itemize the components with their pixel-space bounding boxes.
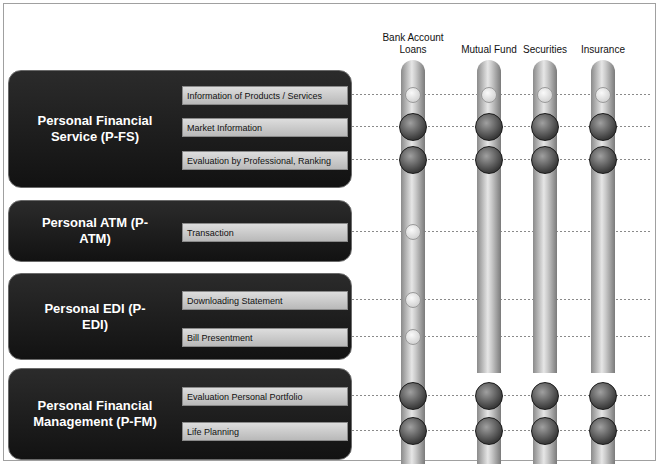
title-area: Personal EDI (P-EDI)	[9, 274, 181, 359]
header-area: Mutual Fund	[454, 4, 524, 56]
service-row: Bill Presentment	[182, 328, 348, 347]
product-column: Insurance	[568, 4, 638, 464]
coverage-dot	[399, 113, 427, 141]
service-group: Personal Financial Service (P-FS) Informa…	[8, 70, 352, 188]
coverage-dot	[589, 113, 617, 141]
product-column: Bank Account Loans	[378, 4, 448, 464]
group-title: Personal Financial Service (P-FS)	[25, 113, 165, 144]
service-row: Evaluation by Professional, Ranking	[182, 151, 348, 170]
service-row: Transaction	[182, 223, 348, 242]
column-header: Mutual Fund	[461, 44, 517, 56]
row-text: Bill Presentment	[187, 333, 253, 343]
coverage-dot	[399, 417, 427, 445]
product-column: Securities	[510, 4, 580, 464]
title-area: Personal ATM (P-ATM)	[9, 201, 181, 261]
row-text: Transaction	[187, 228, 234, 238]
column-bar	[477, 60, 501, 373]
service-row: Life Planning	[182, 422, 348, 441]
row-text: Evaluation Personal Portfolio	[187, 392, 303, 402]
row-text: Downloading Statement	[187, 296, 283, 306]
coverage-dot	[537, 87, 553, 103]
coverage-dot	[399, 146, 427, 174]
row-text: Life Planning	[187, 427, 239, 437]
coverage-dot	[475, 113, 503, 141]
service-row: Market Information	[182, 118, 348, 137]
coverage-dot	[531, 146, 559, 174]
column-bar	[533, 60, 557, 373]
coverage-dot	[399, 382, 427, 410]
product-column: Mutual Fund	[454, 4, 524, 464]
coverage-dot	[531, 417, 559, 445]
coverage-dot	[405, 87, 421, 103]
column-header: Bank Account Loans	[378, 32, 448, 56]
coverage-dot	[475, 417, 503, 445]
coverage-dot	[531, 382, 559, 410]
service-group: Personal EDI (P-EDI) Downloading Statemen…	[8, 273, 352, 360]
coverage-dot	[589, 417, 617, 445]
coverage-dot	[589, 146, 617, 174]
header-area: Insurance	[568, 4, 638, 56]
header-area: Securities	[510, 4, 580, 56]
title-area: Personal Financial Management (P-FM)	[9, 369, 181, 459]
coverage-dot	[589, 382, 617, 410]
header-area: Bank Account Loans	[378, 4, 448, 56]
coverage-dot	[595, 87, 611, 103]
coverage-dot	[475, 382, 503, 410]
group-title: Personal EDI (P-EDI)	[40, 301, 150, 332]
row-text: Information of Products / Services	[187, 91, 322, 101]
coverage-dot	[475, 146, 503, 174]
service-group: Personal Financial Management (P-FM) Eval…	[8, 368, 352, 460]
coverage-dot	[531, 113, 559, 141]
column-bar	[591, 60, 615, 373]
frame	[4, 4, 656, 461]
service-row: Information of Products / Services	[182, 86, 348, 105]
group-title: Personal ATM (P-ATM)	[35, 215, 155, 246]
coverage-dot	[405, 329, 421, 345]
title-area: Personal Financial Service (P-FS)	[9, 71, 181, 187]
service-row: Evaluation Personal Portfolio	[182, 387, 348, 406]
column-header: Insurance	[581, 44, 625, 56]
column-header: Securities	[523, 44, 567, 56]
coverage-dot	[405, 292, 421, 308]
row-text: Evaluation by Professional, Ranking	[187, 156, 331, 166]
service-row: Downloading Statement	[182, 291, 348, 310]
row-text: Market Information	[187, 123, 262, 133]
coverage-dot	[481, 87, 497, 103]
coverage-dot	[405, 224, 421, 240]
group-title: Personal Financial Management (P-FM)	[25, 398, 165, 429]
service-group: Personal ATM (P-ATM) Transaction	[8, 200, 352, 262]
